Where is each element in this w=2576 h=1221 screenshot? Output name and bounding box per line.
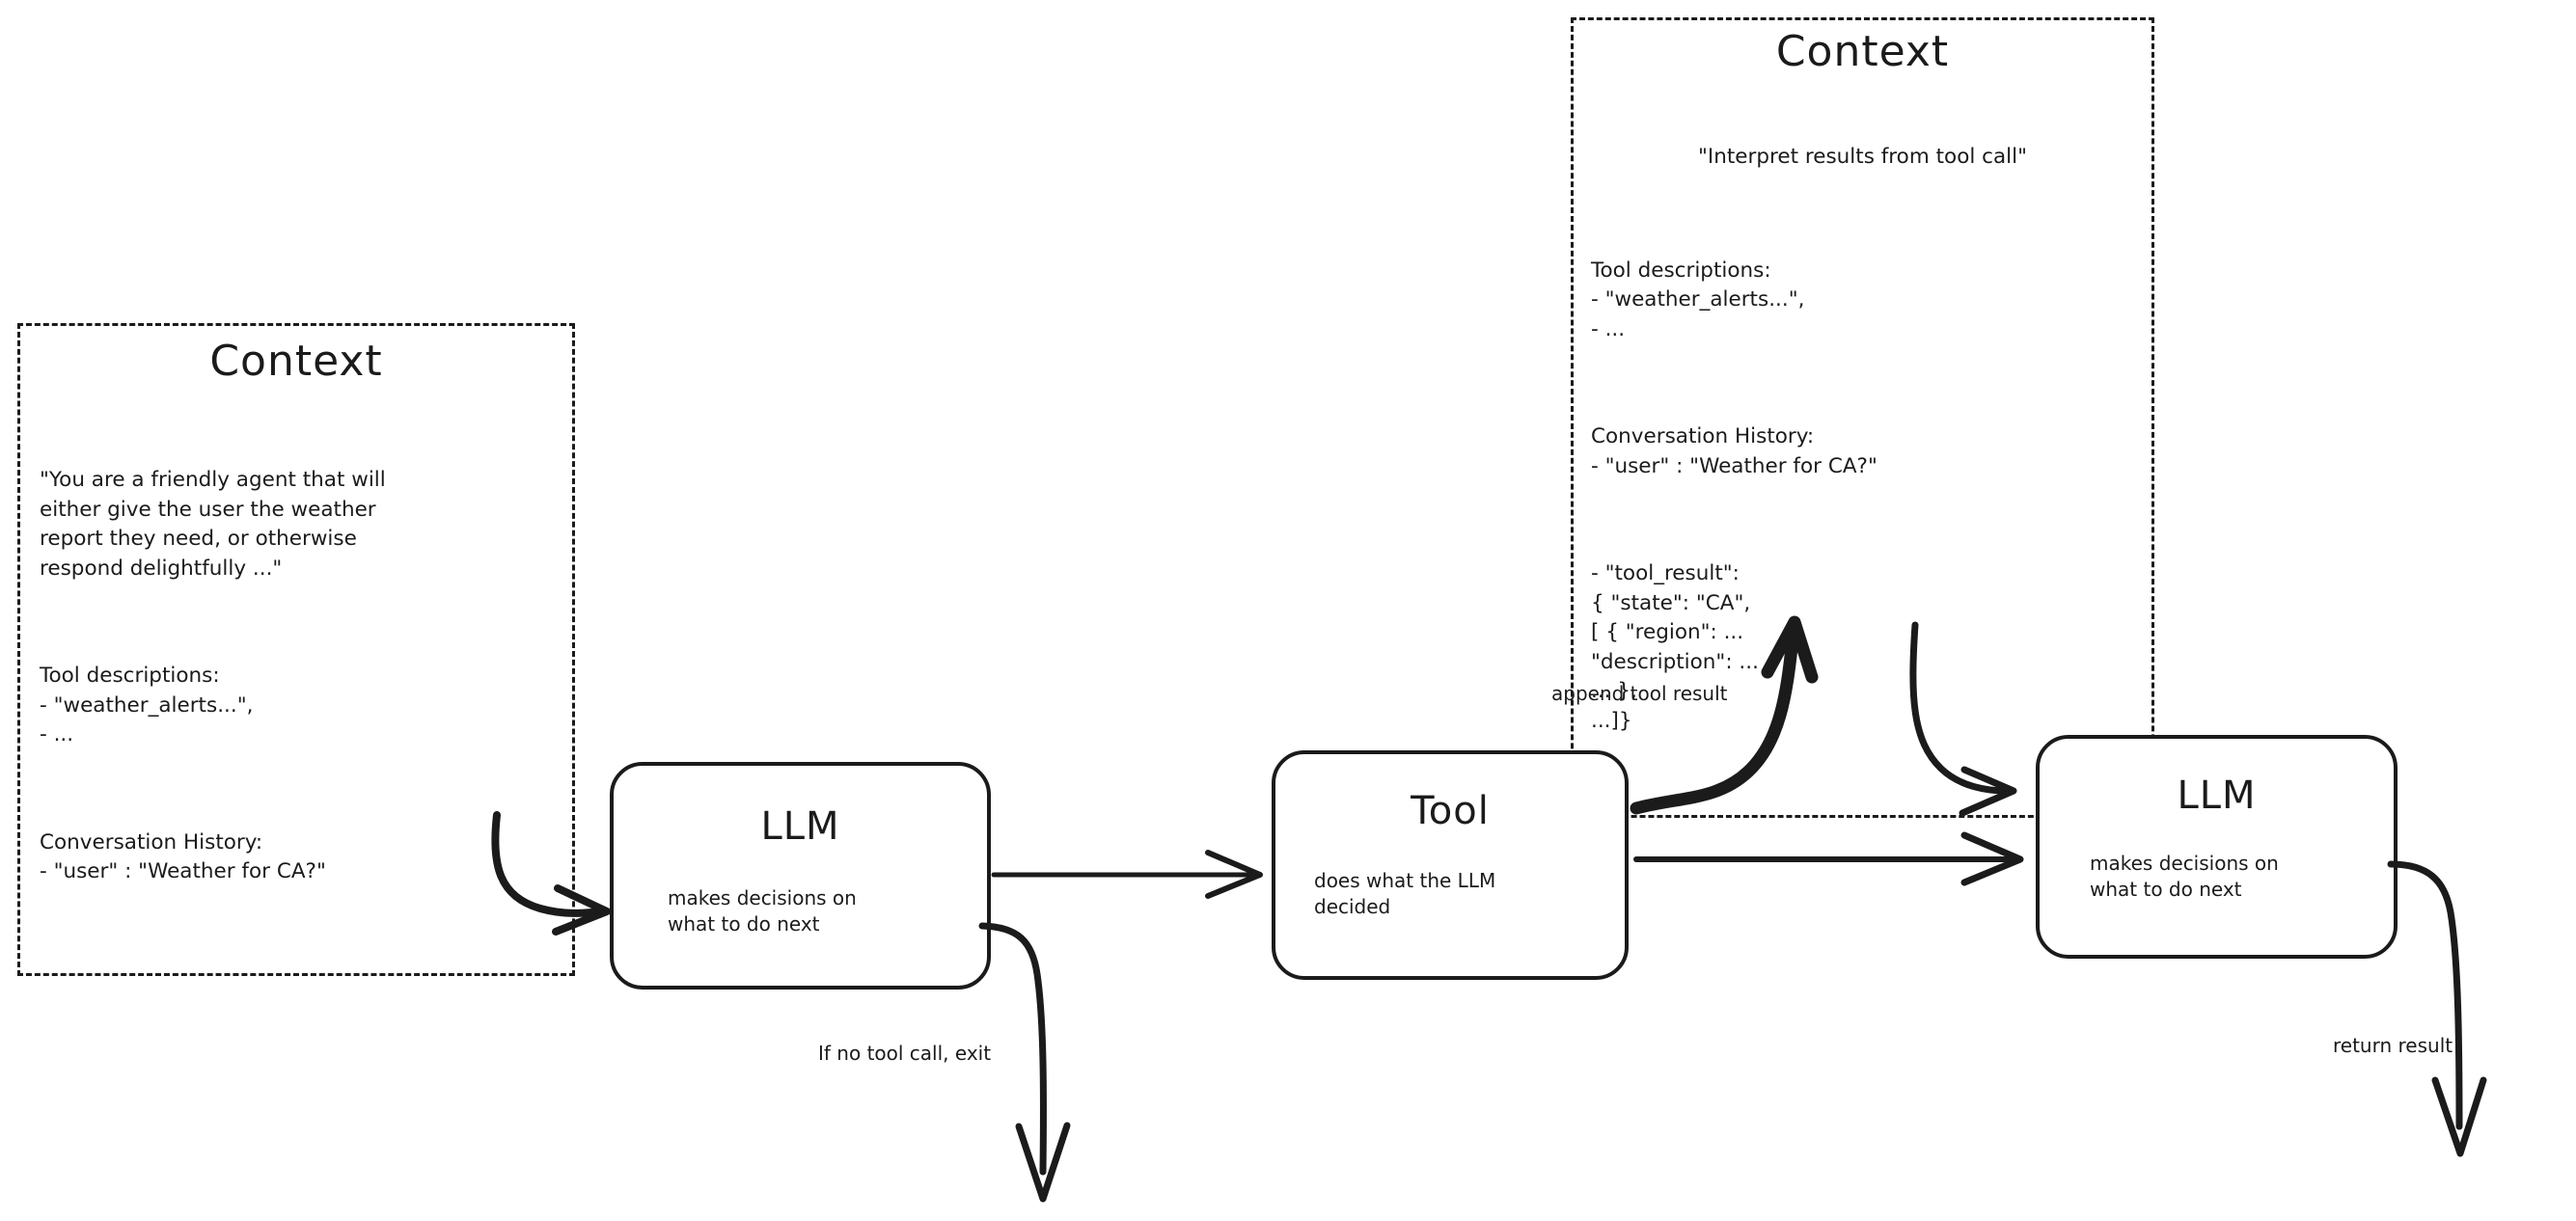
node-tool-subtitle: does what the LLM decided (1314, 869, 1496, 918)
context-right-lead: "Interpret results from tool call" (1698, 145, 2027, 170)
node-llm-1-subtitle: makes decisions on what to do next (668, 886, 857, 936)
edge-llm1-exit (978, 922, 1071, 1203)
edge-tool-to-llm2 (1633, 831, 2024, 886)
edge-label-if-no-tool-call-exit: If no tool call, exit (818, 1042, 992, 1065)
node-llm-1-title: LLM (760, 804, 840, 849)
edge-label-append-tool-result: append tool result (1551, 682, 1728, 705)
context-left-system-prompt: "You are a friendly agent that will eith… (40, 468, 386, 581)
context-box-left: Context "You are a friendly agent that w… (17, 323, 575, 976)
node-llm-2-title: LLM (2177, 773, 2257, 818)
node-tool-title: Tool (1411, 789, 1490, 833)
context-left-body: "You are a friendly agent that will eith… (40, 407, 553, 946)
context-right-tool-result: - "tool_result": { "state": "CA", [ { "r… (1591, 561, 1759, 733)
context-right-conversation-history: Conversation History: - "user" : "Weathe… (1591, 424, 1877, 478)
context-right-tool-descriptions: Tool descriptions: - "weather_alerts..."… (1591, 258, 1805, 341)
node-tool[interactable]: Tool does what the LLM decided (1272, 750, 1629, 980)
node-llm-2-subtitle: makes decisions on what to do next (2090, 852, 2279, 901)
node-llm-1[interactable]: LLM makes decisions on what to do next (610, 762, 991, 990)
context-left-title: Context (209, 337, 383, 386)
context-left-tool-descriptions: Tool descriptions: - "weather_alerts..."… (40, 664, 254, 747)
edge-label-return-result: return result (2333, 1034, 2453, 1057)
edge-llm2-return (2387, 860, 2487, 1157)
context-right-title: Context (1775, 27, 1950, 76)
node-llm-2[interactable]: LLM makes decisions on what to do next (2036, 735, 2398, 959)
context-left-conversation-history: Conversation History: - "user" : "Weathe… (40, 829, 326, 884)
edge-llm1-to-tool (991, 850, 1263, 899)
